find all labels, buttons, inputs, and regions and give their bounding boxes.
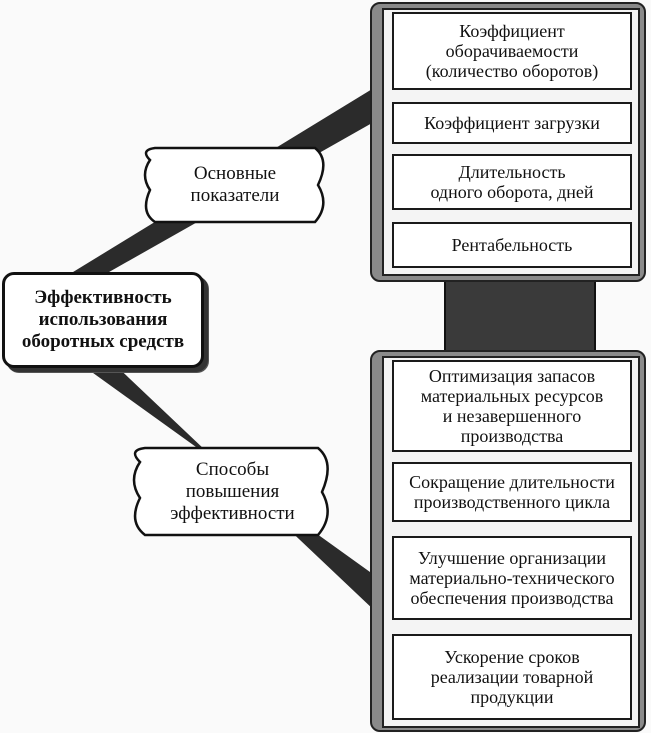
panel-connector [445, 280, 595, 355]
methods-label: Способы повышения эффективности [170, 459, 295, 524]
indicators-label: Основные показатели [190, 163, 280, 206]
methods-label-shape [132, 446, 329, 537]
method-item: Улучшение организации материально-технич… [392, 536, 632, 620]
method-item: Сокращение длительности производственног… [392, 462, 632, 522]
indicator-item: Длительность одного оборота, дней [392, 154, 632, 210]
method-item: Ускорение сроков реализации товарной про… [392, 634, 632, 720]
indicator-item: Коэффициент загрузки [392, 102, 632, 144]
method-item: Оптимизация запасов материальных ресурсо… [392, 360, 632, 452]
main-concept-box: Эффективность использования оборотных ср… [2, 272, 204, 368]
indicators-label-shape [143, 146, 325, 224]
indicator-item: Коэффициент оборачиваемости (количество … [392, 12, 632, 90]
indicator-item: Рентабельность [392, 222, 632, 268]
